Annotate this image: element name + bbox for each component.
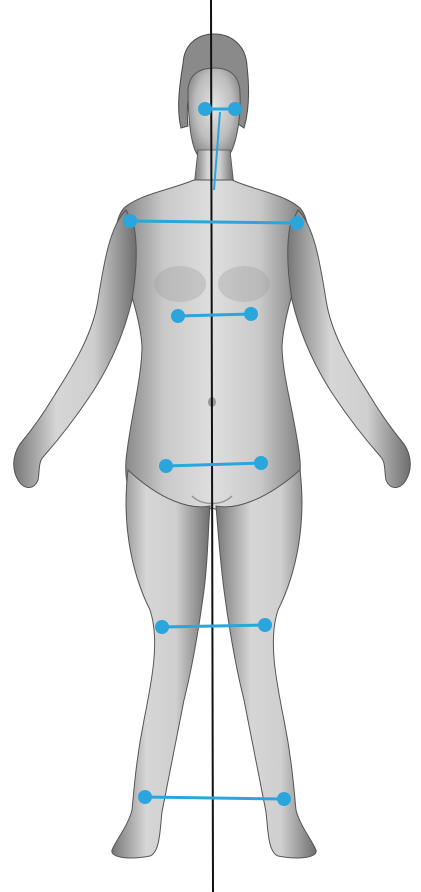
ankles-line — [145, 797, 284, 799]
chest-lower-point-left — [171, 309, 185, 323]
ankles-point-left — [138, 790, 152, 804]
knees-line — [162, 625, 265, 627]
knees-point-right — [258, 618, 272, 632]
knees-point-left — [155, 620, 169, 634]
hips-point-left — [159, 459, 173, 473]
eyes-point-right — [228, 102, 242, 116]
eyes-point-left — [198, 102, 212, 116]
shoulders-point-right — [290, 216, 304, 230]
hips-point-right — [254, 456, 268, 470]
chest-lower-point-right — [244, 307, 258, 321]
right-chest-shade — [218, 266, 270, 302]
shoulders-line — [130, 221, 297, 223]
left-arm — [14, 210, 136, 488]
right-arm — [288, 210, 410, 488]
ankles-point-right — [277, 792, 291, 806]
shoulders-point-left — [123, 214, 137, 228]
left-leg — [112, 470, 210, 858]
chest-lower-line — [178, 314, 251, 316]
left-chest-shade — [154, 266, 206, 302]
